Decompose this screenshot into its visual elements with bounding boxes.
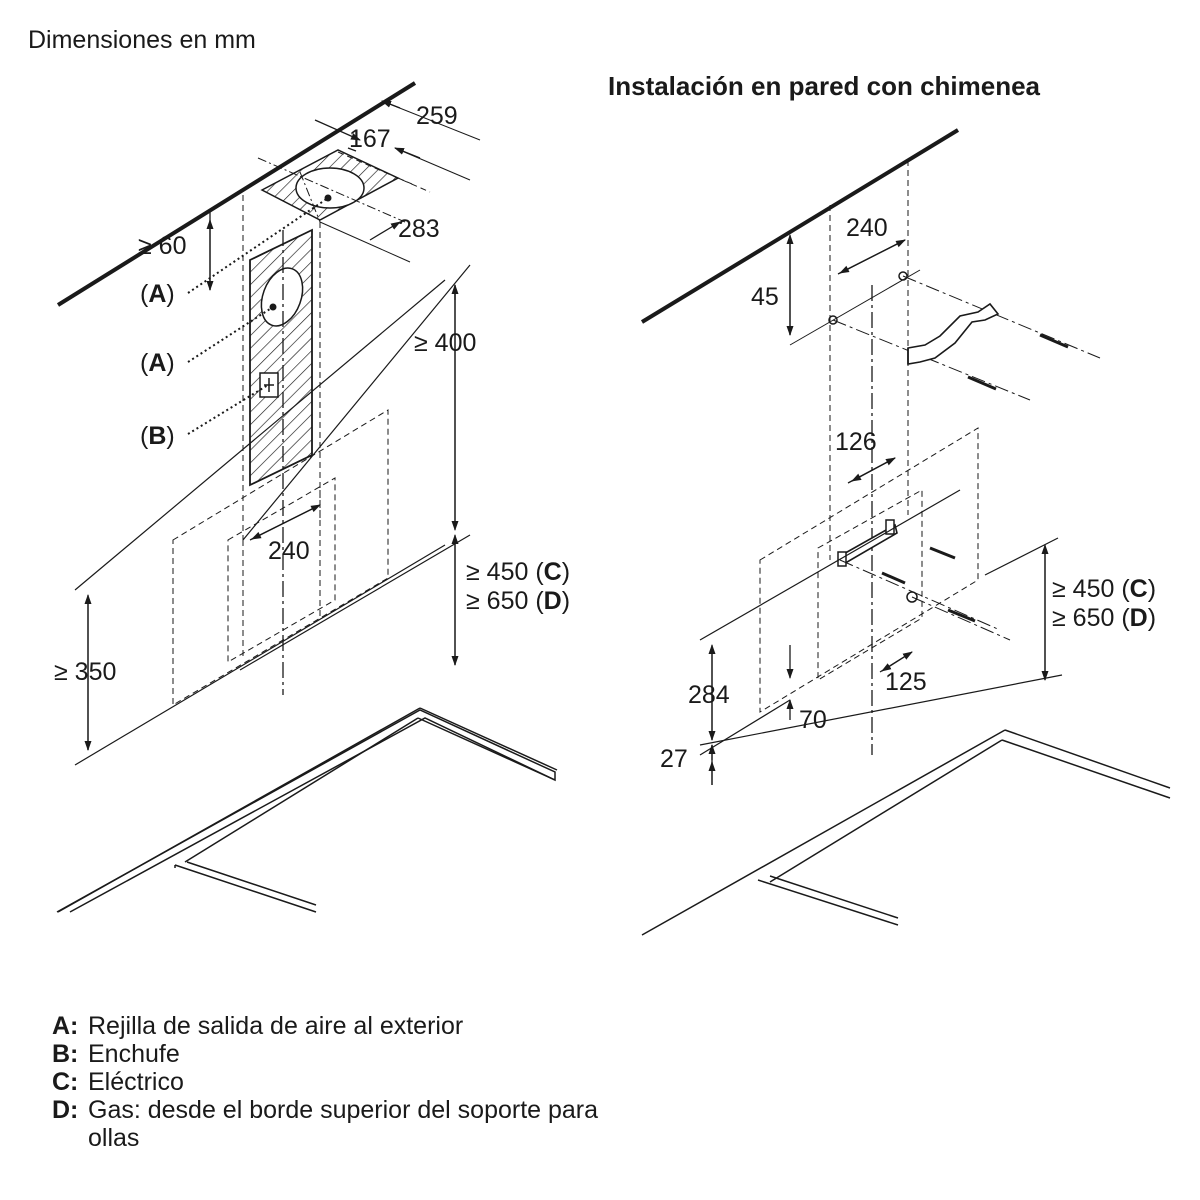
hood-outline xyxy=(172,409,389,706)
screw xyxy=(967,375,997,391)
wall-installation-area xyxy=(249,228,313,487)
cooktop xyxy=(56,709,556,913)
dim-126: 126 xyxy=(835,428,877,456)
dim-240-right: 240 xyxy=(846,214,888,242)
dim-167: 167 xyxy=(349,125,391,153)
dim-min-400: ≥ 400 xyxy=(414,329,476,357)
legend-key: D: xyxy=(52,1096,79,1124)
hood-outline xyxy=(759,427,979,713)
screw xyxy=(881,571,906,585)
legend-key: A: xyxy=(52,1012,79,1040)
screw xyxy=(947,608,976,623)
dim-27: 27 xyxy=(660,745,688,773)
dim-min-650-left: ≥ 650 (D) xyxy=(466,587,570,615)
dim-284: 284 xyxy=(688,681,730,709)
cooktop xyxy=(641,729,1006,936)
legend-item-c: C: Eléctrico xyxy=(52,1068,648,1096)
ceiling-line xyxy=(640,128,960,324)
callout-a-2: (A) xyxy=(140,349,175,377)
ceiling-duct-opening xyxy=(295,167,365,209)
ceiling-line xyxy=(56,81,417,307)
legend-item-b: B: Enchufe xyxy=(52,1040,648,1068)
dim-240-left: 240 xyxy=(268,537,310,565)
dim-45: 45 xyxy=(751,283,779,311)
legend-item-d: D: Gas: desde el borde superior del sopo… xyxy=(52,1096,648,1152)
dim-283: 283 xyxy=(398,215,440,243)
screw xyxy=(1039,333,1069,349)
callout-a-1: (A) xyxy=(140,280,175,308)
screw xyxy=(929,546,956,560)
dim-min-450-left: ≥ 450 (C) xyxy=(466,558,570,586)
wall-duct-opening xyxy=(260,267,304,327)
dim-259: 259 xyxy=(416,102,458,130)
dim-70: 70 xyxy=(799,706,827,734)
dim-min-350: ≥ 350 xyxy=(54,658,116,686)
legend-key: B: xyxy=(52,1040,79,1068)
callout-b: (B) xyxy=(140,422,175,450)
legend-key: C: xyxy=(52,1068,79,1096)
dim-min-450-right: ≥ 450 (C) xyxy=(1052,575,1156,603)
legend-text: Eléctrico xyxy=(88,1068,184,1096)
wall-bracket xyxy=(907,302,1000,365)
dim-min-60: ≥ 60 xyxy=(138,232,186,260)
right-diagram xyxy=(640,128,1171,936)
left-diagram xyxy=(56,81,558,913)
legend-text: Rejilla de salida de aire al exterior xyxy=(88,1012,464,1040)
dim-125: 125 xyxy=(885,668,927,696)
legend-text: Gas: desde el borde superior del soporte… xyxy=(88,1096,599,1152)
dim-min-650-right: ≥ 650 (D) xyxy=(1052,604,1156,632)
legend: A: Rejilla de salida de aire al exterior… xyxy=(52,1012,648,1152)
legend-item-a: A: Rejilla de salida de aire al exterior xyxy=(52,1012,648,1040)
right-diagram-title: Instalación en pared con chimenea xyxy=(608,71,1041,101)
legend-text: Enchufe xyxy=(88,1040,180,1068)
units-label: Dimensiones en mm xyxy=(28,26,256,54)
